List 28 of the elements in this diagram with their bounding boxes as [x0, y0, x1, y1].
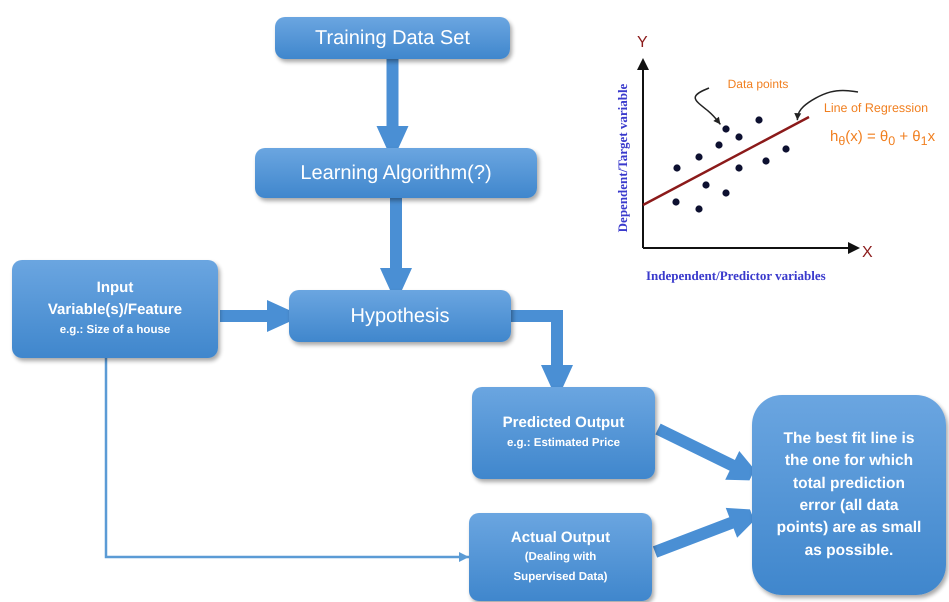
process-box — [472, 387, 655, 479]
callout-text: Line of Regression — [812, 100, 940, 116]
leader-line — [694, 87, 721, 125]
formula: h$_{θ}$(x) = θ$_{0}$ + θ$_{1}$x — [830, 128, 936, 148]
node-title: The best fit line is the one for which total prediction error (all data points) are as small as possible. — [776, 428, 922, 561]
node-title: Predicted Output — [502, 413, 624, 434]
node-subtitle: e.g.: Size of a house — [60, 322, 170, 338]
process-box — [469, 513, 652, 601]
process-box — [255, 148, 537, 198]
node-title: Hypothesis — [350, 304, 450, 328]
note-box — [752, 395, 946, 595]
axis-label: X — [862, 244, 873, 262]
node-subtitle: e.g.: Estimated Price — [506, 436, 620, 452]
node-title: Training Data Set — [315, 26, 470, 50]
process-box — [12, 260, 218, 358]
node-title: Input Variable(s)/Feature — [46, 278, 184, 320]
process-box — [275, 17, 510, 59]
arrow — [104, 358, 469, 562]
axis-label: Y — [637, 34, 648, 52]
node-title: Learning Algorithm(?) — [300, 160, 492, 186]
node-subtitle: (Dealing with Supervised Data) — [512, 550, 608, 585]
callout-text: Data points — [712, 77, 804, 93]
node-title: Actual Output — [510, 528, 610, 548]
regression-line — [642, 116, 810, 206]
axis-title: Independent/Predictor variables — [646, 268, 826, 284]
axis-title: Dependent/Target variable — [615, 84, 631, 232]
leader-line — [794, 90, 858, 120]
process-box — [289, 290, 511, 342]
